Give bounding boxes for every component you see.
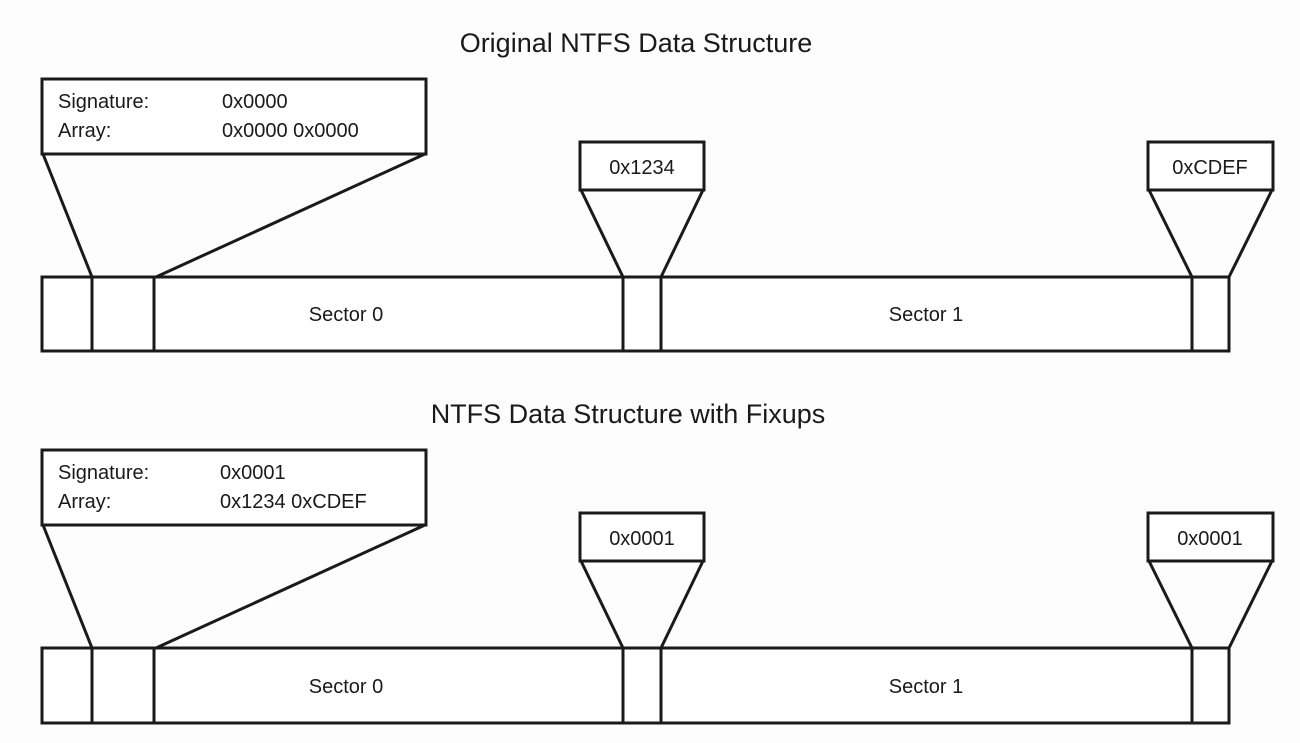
sector0-tail-box bbox=[578, 511, 706, 563]
sector1-tail-value: 0x0001 bbox=[1177, 528, 1243, 550]
sector0-tail-value: 0x1234 bbox=[609, 157, 675, 179]
array-label: Array: bbox=[58, 120, 111, 142]
array-value: 0x0000 0x0000 bbox=[222, 120, 359, 142]
callout-line bbox=[579, 560, 625, 649]
data-bar bbox=[40, 646, 1231, 725]
diagram-original: Original NTFS Data Structure Signature: … bbox=[40, 28, 1275, 353]
diagram-title: Original NTFS Data Structure bbox=[460, 28, 813, 58]
callout-line bbox=[1227, 560, 1274, 649]
header-box bbox=[40, 77, 428, 156]
sector1-tail-box bbox=[1146, 140, 1275, 192]
signature-value: 0x0001 bbox=[220, 462, 286, 484]
callout-line bbox=[155, 152, 426, 279]
sector1-tail-box bbox=[1146, 511, 1275, 563]
diagram-with-fixups: NTFS Data Structure with Fixups Signatur… bbox=[40, 399, 1275, 725]
signature-label: Signature: bbox=[58, 91, 149, 113]
callout-line bbox=[155, 523, 426, 650]
sector0-label: Sector 0 bbox=[309, 304, 383, 326]
callout-line bbox=[1227, 189, 1274, 278]
callout-line bbox=[659, 189, 705, 278]
callout-line bbox=[579, 189, 625, 278]
sector0-tail-box bbox=[578, 140, 706, 192]
callout-line bbox=[1147, 189, 1194, 278]
signature-label: Signature: bbox=[58, 462, 149, 484]
sector0-label: Sector 0 bbox=[309, 676, 383, 698]
data-bar bbox=[40, 275, 1231, 353]
sector1-tail-value: 0xCDEF bbox=[1172, 157, 1248, 179]
callout-line bbox=[41, 153, 94, 278]
array-value: 0x1234 0xCDEF bbox=[220, 491, 367, 513]
diagram-title: NTFS Data Structure with Fixups bbox=[431, 399, 826, 429]
signature-value: 0x0000 bbox=[222, 91, 288, 113]
header-box bbox=[40, 448, 428, 527]
callout-line bbox=[41, 524, 94, 649]
callout-line bbox=[1147, 560, 1194, 649]
sector0-tail-value: 0x0001 bbox=[609, 528, 675, 550]
callout-line bbox=[659, 560, 705, 649]
sector1-label: Sector 1 bbox=[889, 304, 963, 326]
sector1-label: Sector 1 bbox=[889, 676, 963, 698]
array-label: Array: bbox=[58, 491, 111, 513]
